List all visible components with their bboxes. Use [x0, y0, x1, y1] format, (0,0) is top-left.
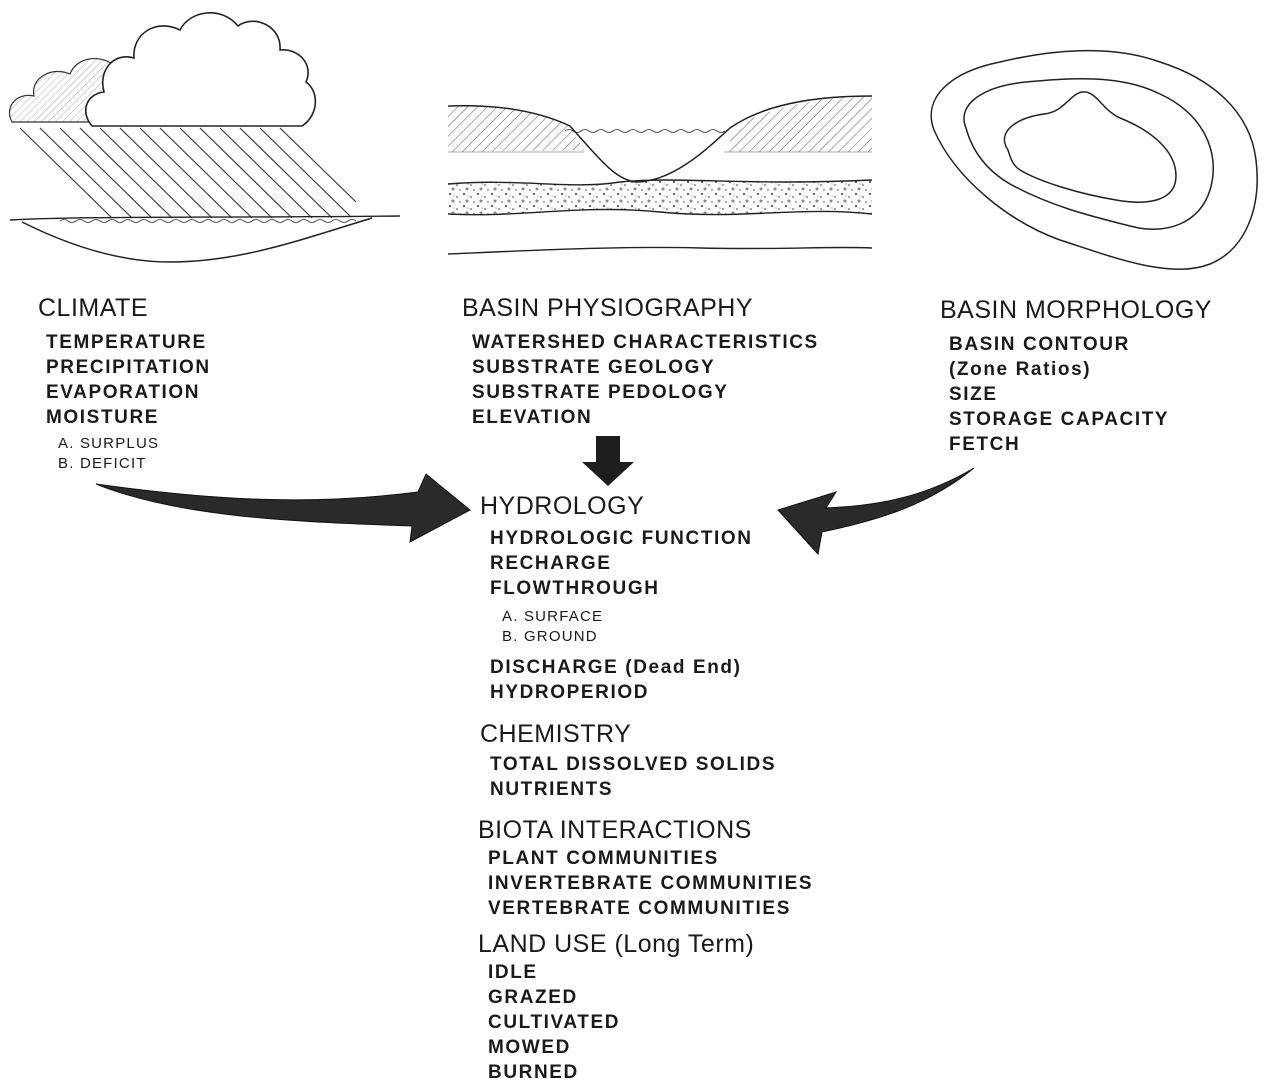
physiography-item: SUBSTRATE GEOLOGY: [472, 357, 716, 378]
biota-item: PLANT COMMUNITIES: [488, 848, 719, 869]
climate-section: CLIMATE TEMPERATURE PRECIPITATION EVAPOR…: [38, 294, 211, 474]
hydrology-item: HYDROLOGIC FUNCTION: [490, 528, 753, 549]
morphology-heading: BASIN MORPHOLOGY: [940, 296, 1212, 324]
chemistry-item: NUTRIENTS: [490, 779, 614, 800]
biota-heading: BIOTA INTERACTIONS: [478, 816, 752, 844]
climate-item: MOISTURE: [46, 407, 160, 428]
arrow-climate-to-hydrology: [95, 473, 471, 543]
hydrology-section: HYDROLOGY HYDROLOGIC FUNCTION RECHARGE F…: [480, 492, 753, 705]
chemistry-item: TOTAL DISSOLVED SOLIDS: [490, 754, 777, 775]
physiography-item: ELEVATION: [472, 407, 593, 428]
physiography-section: BASIN PHYSIOGRAPHY WATERSHED CHARACTERIS…: [462, 294, 819, 430]
land-use-item: MOWED: [488, 1037, 571, 1058]
climate-item: PRECIPITATION: [46, 357, 211, 378]
basin-cross-section-icon: [447, 95, 873, 255]
morphology-item: FETCH: [949, 434, 1021, 455]
land-use-item: BURNED: [488, 1062, 579, 1083]
morphology-item: STORAGE CAPACITY: [949, 409, 1170, 430]
morphology-item: SIZE: [949, 384, 998, 405]
land-use-section: LAND USE (Long Term) IDLE GRAZED CULTIVA…: [478, 930, 754, 1085]
hydrology-subitem: A. SURFACE: [502, 608, 604, 625]
hydrology-subitem: B. GROUND: [502, 628, 598, 645]
hydrology-item: RECHARGE: [490, 553, 612, 574]
physiography-heading: BASIN PHYSIOGRAPHY: [462, 294, 754, 322]
biota-item: INVERTEBRATE COMMUNITIES: [488, 873, 814, 894]
basin-contour-icon: [930, 49, 1258, 271]
climate-heading: CLIMATE: [38, 294, 148, 322]
land-use-item: IDLE: [488, 962, 538, 983]
hydrology-discharge: DISCHARGE (Dead End): [490, 657, 742, 678]
physiography-item: WATERSHED CHARACTERISTICS: [472, 332, 819, 353]
morphology-item: BASIN CONTOUR: [949, 334, 1130, 355]
hydrology-hydroperiod: HYDROPERIOD: [490, 682, 650, 703]
chemistry-heading: CHEMISTRY: [480, 720, 632, 748]
arrow-morphology-to-hydrology: [777, 467, 975, 556]
physiography-item: SUBSTRATE PEDOLOGY: [472, 382, 729, 403]
land-use-heading: LAND USE (Long Term): [478, 930, 755, 958]
biota-item: VERTEBRATE COMMUNITIES: [488, 898, 791, 919]
chemistry-section: CHEMISTRY TOTAL DISSOLVED SOLIDS NUTRIEN…: [480, 720, 776, 802]
climate-subitem: B. DEFICIT: [58, 455, 147, 472]
biota-section: BIOTA INTERACTIONS PLANT COMMUNITIES INV…: [478, 816, 813, 921]
morphology-item: (Zone Ratios): [949, 359, 1092, 380]
climate-item: TEMPERATURE: [46, 332, 207, 353]
hydrology-heading: HYDROLOGY: [480, 492, 645, 520]
climate-item: EVAPORATION: [46, 382, 201, 403]
land-use-item: GRAZED: [488, 987, 578, 1008]
rain-cloud-icon: [8, 12, 401, 263]
land-use-item: CULTIVATED: [488, 1012, 621, 1033]
climate-subitem: A. SURPLUS: [58, 435, 160, 452]
morphology-section: BASIN MORPHOLOGY BASIN CONTOUR (Zone Rat…: [940, 296, 1212, 457]
hydrology-item: FLOWTHROUGH: [490, 578, 660, 599]
arrow-physiography-to-hydrology: [582, 436, 634, 486]
